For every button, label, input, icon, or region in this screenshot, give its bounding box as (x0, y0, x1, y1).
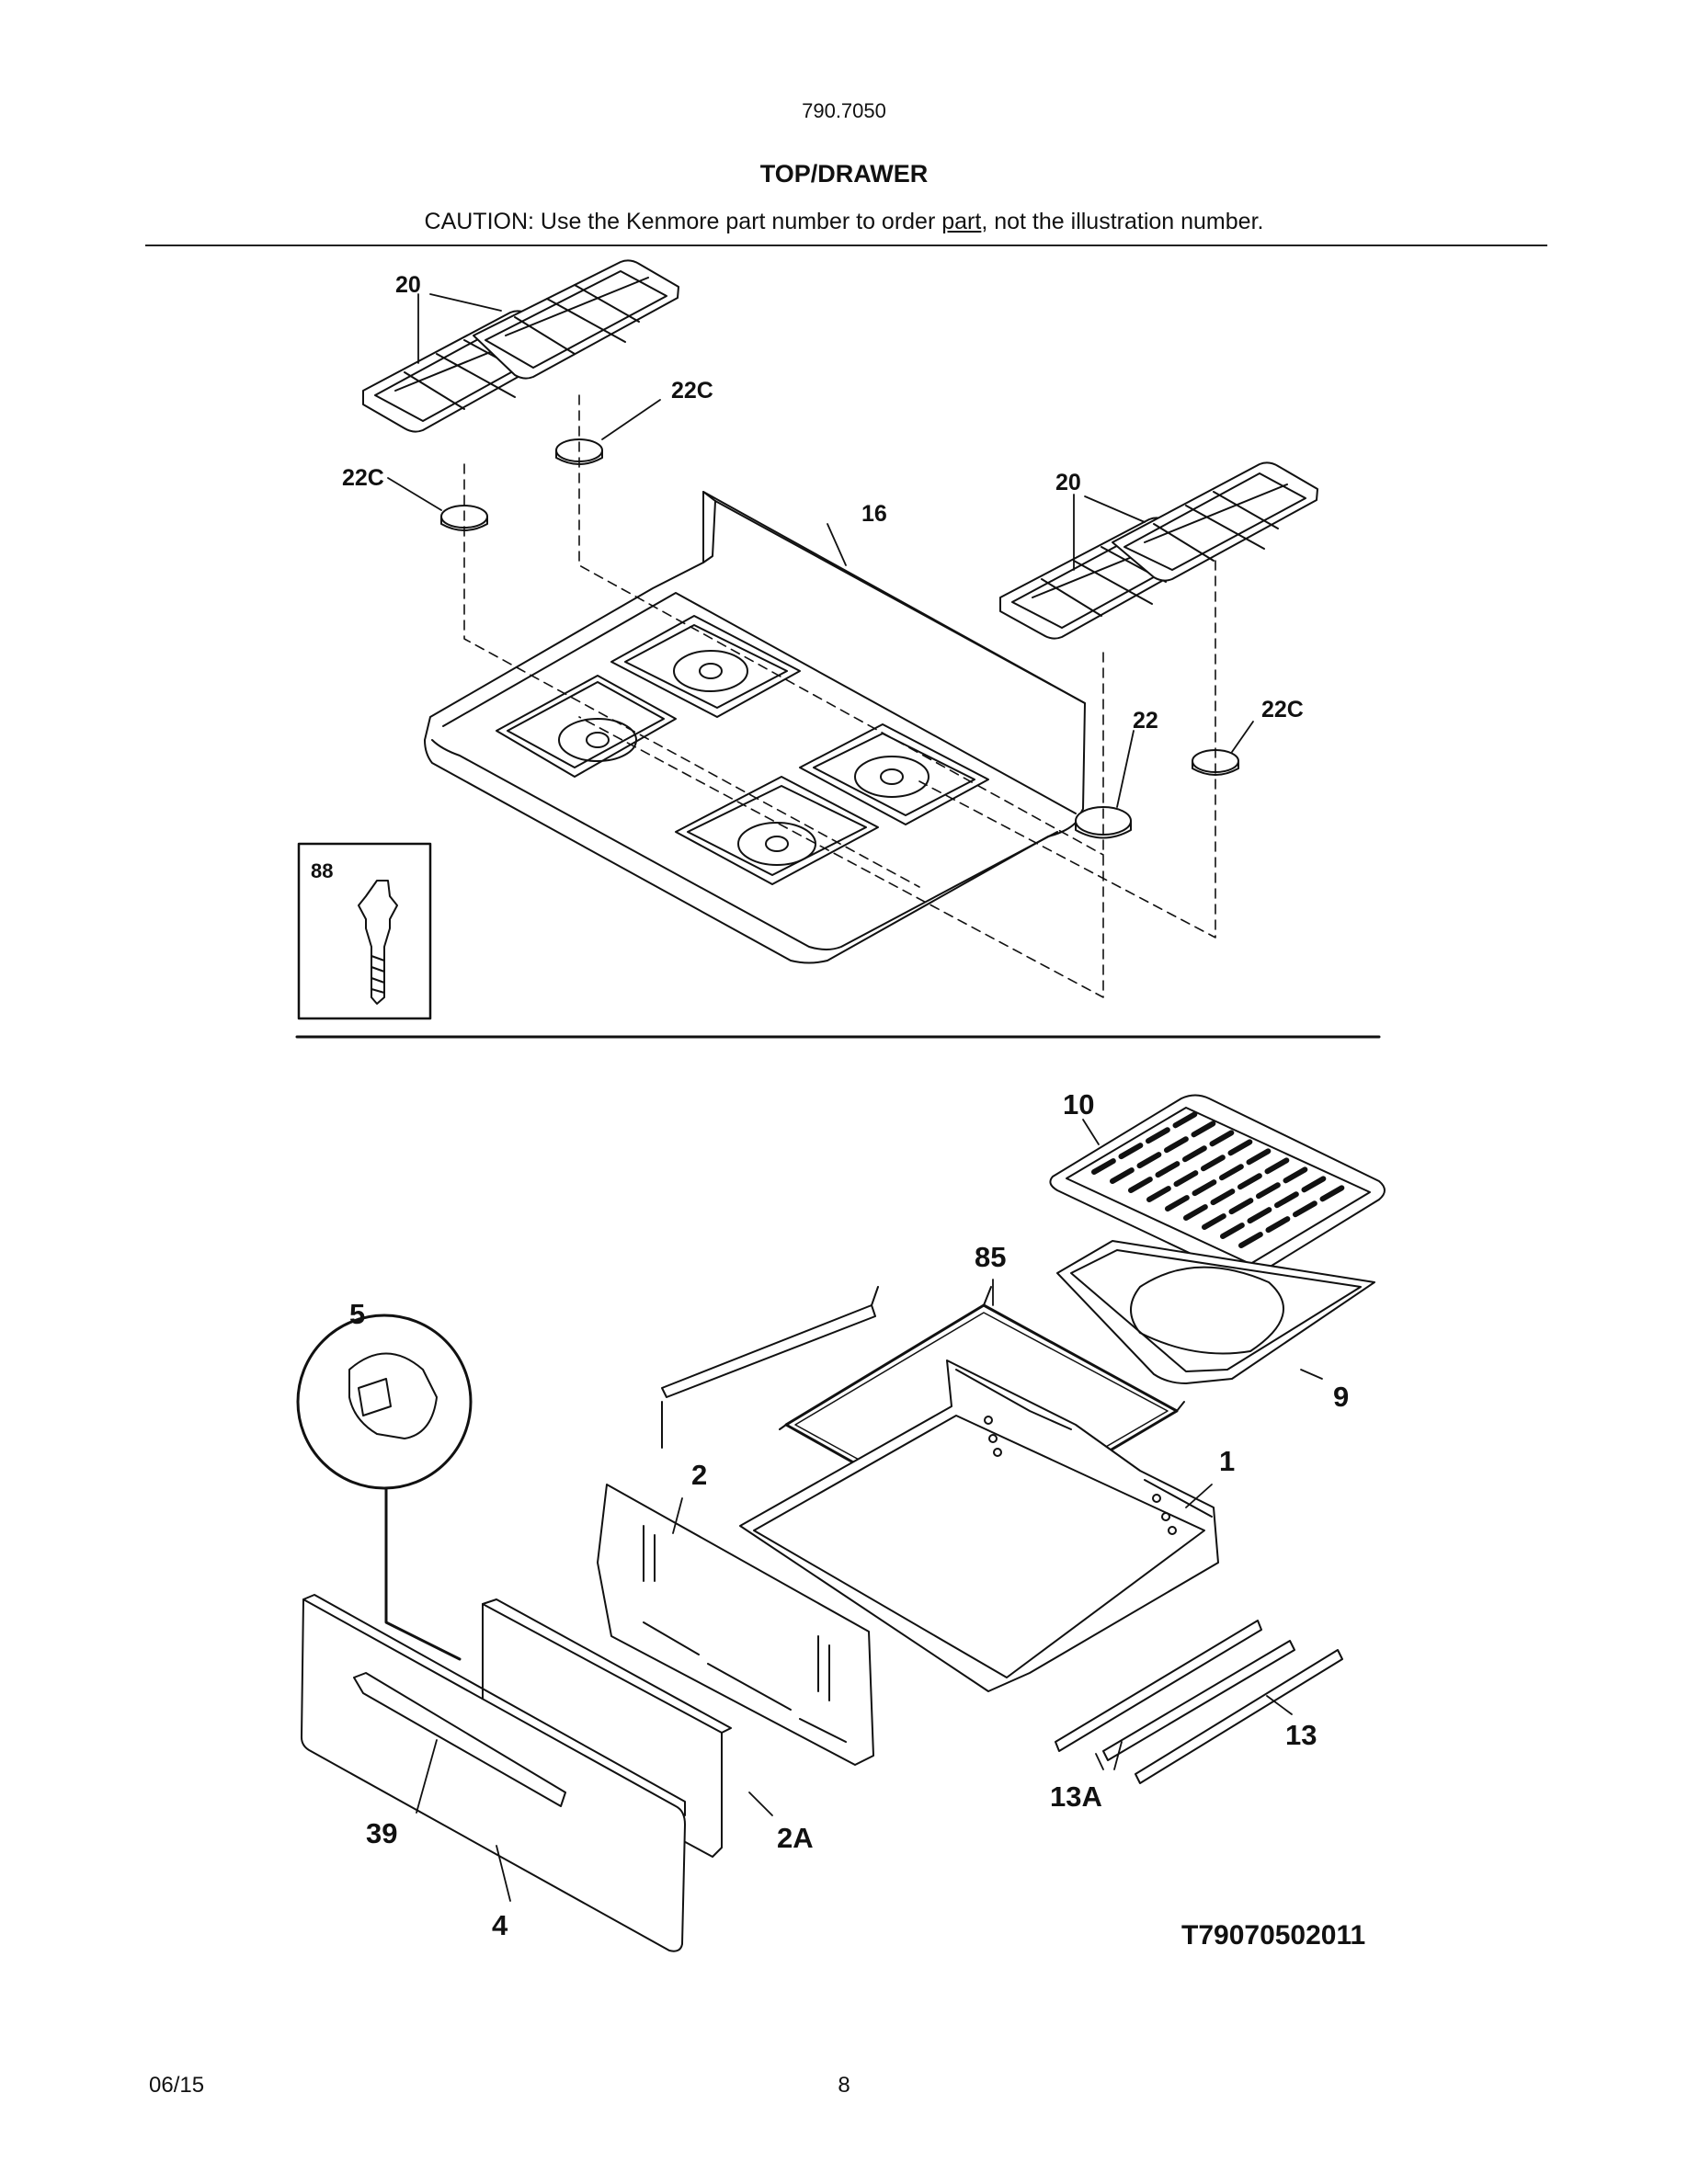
right-burner-grates (999, 461, 1318, 640)
top-leader-lines (387, 293, 1254, 808)
section-title: TOP/DRAWER (759, 160, 929, 188)
drawer-back-part (597, 1484, 874, 1766)
callout-22: 22 (1133, 708, 1158, 734)
callout-2: 2 (691, 1459, 707, 1491)
callout-88: 88 (311, 859, 333, 882)
caution-text-prefix: CAUTION: Use the Kenmore part number to … (424, 209, 942, 234)
callout-20-right: 20 (1055, 470, 1081, 495)
screw-detail-box (297, 842, 432, 1020)
footer-date: 06/15 (149, 2073, 205, 2098)
drawer-front-part (301, 1594, 686, 1952)
callout-10: 10 (1063, 1088, 1094, 1120)
callout-22c-right: 22C (1261, 697, 1304, 722)
callout-1: 1 (1219, 1445, 1235, 1477)
drawer-handle-part (353, 1672, 566, 1807)
callout-16: 16 (861, 501, 887, 527)
drawer-slides-part (661, 1286, 1343, 1784)
alignment-lines (463, 394, 1216, 998)
callout-22c-upper: 22C (671, 378, 713, 404)
footer-page-number: 8 (838, 2073, 850, 2098)
callout-9: 9 (1333, 1381, 1349, 1413)
caution-text-suffix: , not the illustration number. (981, 209, 1264, 234)
illustration-id: T79070502011 (1181, 1920, 1365, 1951)
caution-link-word: part (941, 209, 982, 234)
callout-5: 5 (349, 1298, 365, 1330)
knob-detail-callout (296, 1314, 473, 1661)
callout-39: 39 (366, 1817, 397, 1849)
callout-85: 85 (975, 1241, 1006, 1273)
drawer-leader-lines (416, 1119, 1323, 1902)
callout-4: 4 (492, 1909, 508, 1941)
broiler-insert-part (1049, 1094, 1386, 1278)
callout-2a: 2A (777, 1822, 814, 1854)
header-divider (145, 245, 1547, 246)
left-burner-grates (362, 259, 679, 433)
callout-22c-lower: 22C (342, 465, 384, 491)
model-number: 790.7050 (802, 99, 886, 122)
cooktop-top-part (424, 491, 1086, 964)
drawer-body-part (739, 1359, 1219, 1692)
callout-13: 13 (1285, 1719, 1317, 1751)
callout-13a: 13A (1050, 1780, 1102, 1813)
caution-note: CAUTION: Use the Kenmore part number to … (0, 209, 1688, 235)
callout-20-left: 20 (395, 272, 421, 298)
broiler-pan-part (1056, 1240, 1375, 1384)
